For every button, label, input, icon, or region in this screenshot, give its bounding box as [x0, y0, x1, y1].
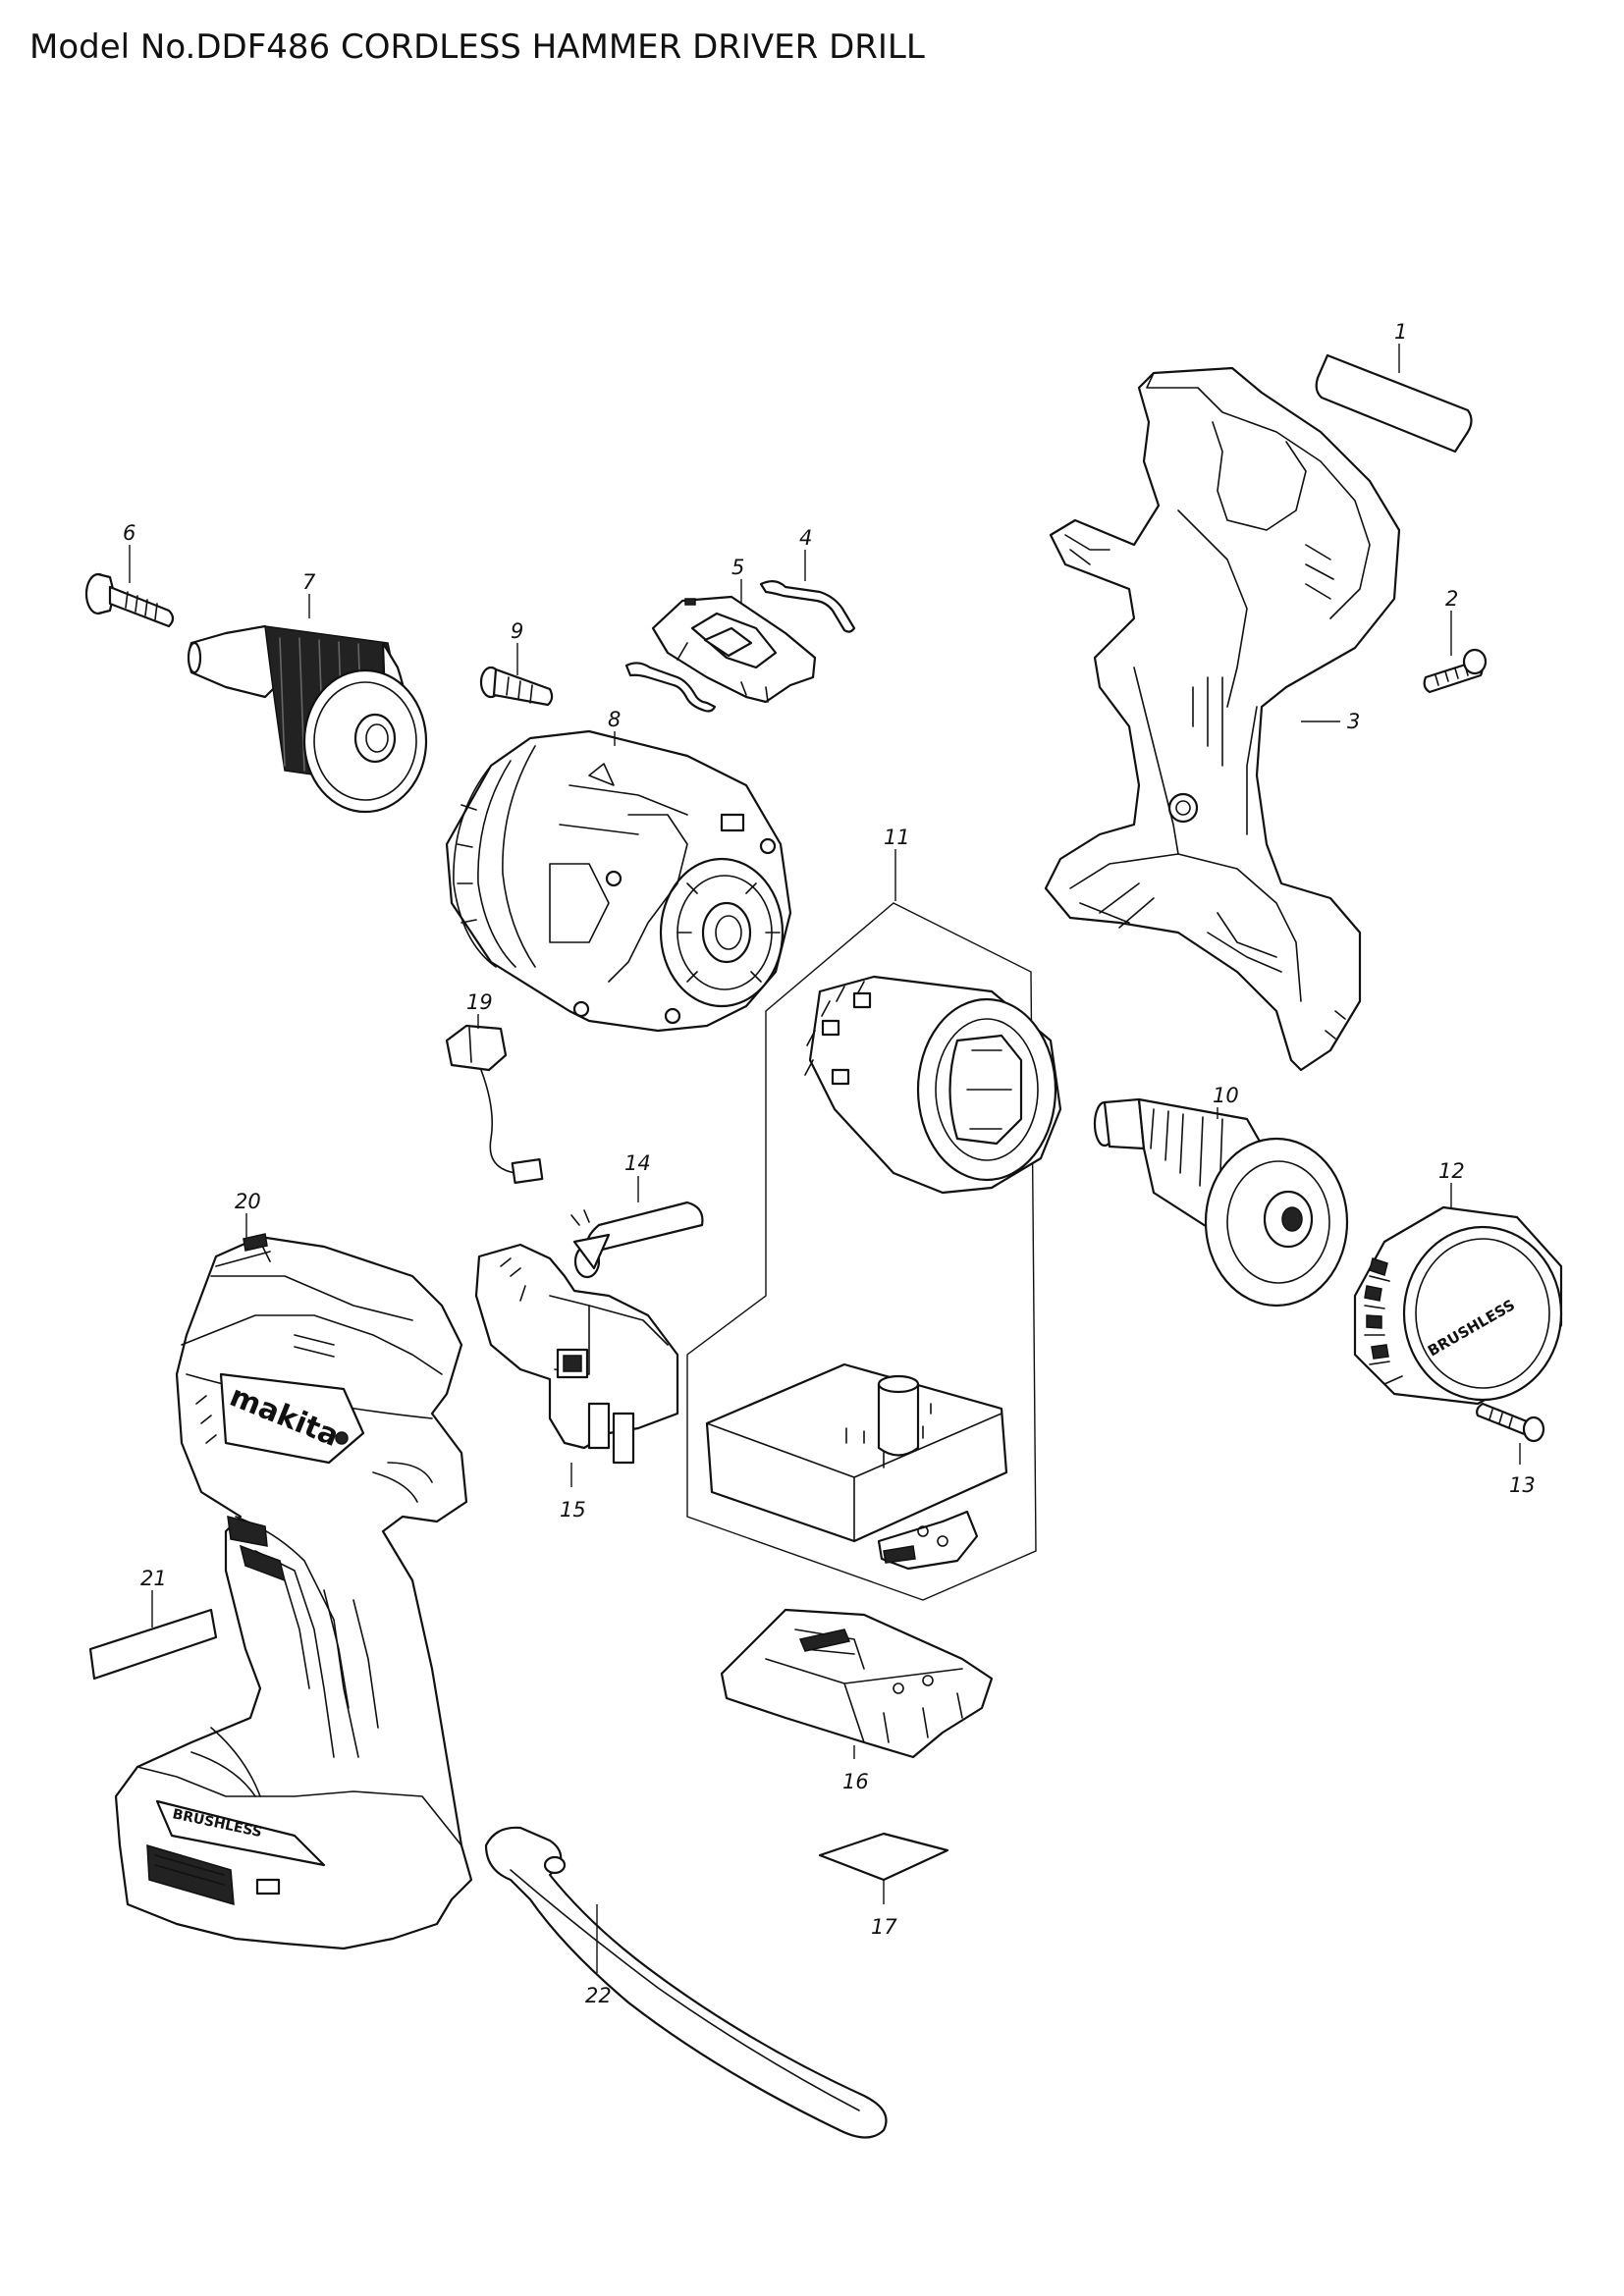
callout-22: 22 [585, 1984, 612, 2007]
callout-5: 5 [731, 556, 744, 579]
part-7-keyless-chuck[interactable]: 7 [187, 570, 428, 814]
part-1-label[interactable]: 1 [1315, 320, 1473, 454]
callout-20: 20 [235, 1190, 261, 1213]
part-15-switch[interactable]: 15 [474, 1243, 679, 1522]
callout-16: 16 [842, 1770, 869, 1793]
part-9-screw[interactable]: 9 [479, 619, 554, 707]
part-20-housing-set[interactable]: makita BRUSHLESS 20 [114, 1190, 473, 1950]
part-17-label[interactable]: 17 [818, 1832, 949, 1939]
part-16-terminal[interactable]: 16 [720, 1608, 994, 1793]
callout-2: 2 [1445, 587, 1458, 611]
part-11-controller[interactable] [705, 1362, 1008, 1571]
part-10-rotor[interactable]: 10 [1093, 1084, 1349, 1308]
part-13-screw[interactable]: 13 [1476, 1402, 1545, 1497]
part-6-bolt[interactable]: 6 [84, 521, 175, 628]
callout-4: 4 [799, 526, 812, 550]
part-21-label[interactable]: 21 [88, 1567, 218, 1681]
callout-13: 13 [1509, 1473, 1536, 1497]
callout-1: 1 [1394, 320, 1407, 344]
callout-7: 7 [302, 570, 316, 594]
callout-14: 14 [624, 1151, 651, 1175]
part-11-group-outline: 11 [686, 826, 1037, 1601]
callout-19: 19 [466, 990, 493, 1014]
page-title: Model No.DDF486 CORDLESS HAMMER DRIVER D… [29, 27, 925, 67]
callout-21: 21 [140, 1567, 167, 1590]
callout-6: 6 [123, 521, 135, 545]
callout-17: 17 [871, 1915, 897, 1939]
part-11-stator[interactable] [804, 975, 1062, 1195]
part-5-speed-change-lever[interactable]: 5 [651, 556, 817, 704]
part-19-lead-wire[interactable]: 19 [445, 990, 544, 1184]
callout-10: 10 [1213, 1084, 1239, 1107]
callout-15: 15 [560, 1498, 586, 1522]
part-3-housing-half[interactable]: 3 [1044, 366, 1401, 1072]
callout-11: 11 [884, 826, 910, 849]
callout-9: 9 [511, 619, 523, 643]
part-14-reverse-lever[interactable]: 14 [570, 1151, 704, 1279]
part-8-gear-assembly[interactable]: 8 [445, 708, 792, 1033]
callout-8: 8 [608, 708, 621, 731]
part-12-motor-cap[interactable]: BRUSHLESS 12 [1353, 1159, 1563, 1406]
callout-3: 3 [1347, 710, 1360, 733]
callout-12: 12 [1438, 1159, 1465, 1183]
part-22-strap[interactable]: 22 [484, 1826, 888, 2139]
part-2-screw[interactable]: 2 [1423, 587, 1488, 694]
part-4-leaf-spring[interactable]: 4 [624, 526, 856, 713]
